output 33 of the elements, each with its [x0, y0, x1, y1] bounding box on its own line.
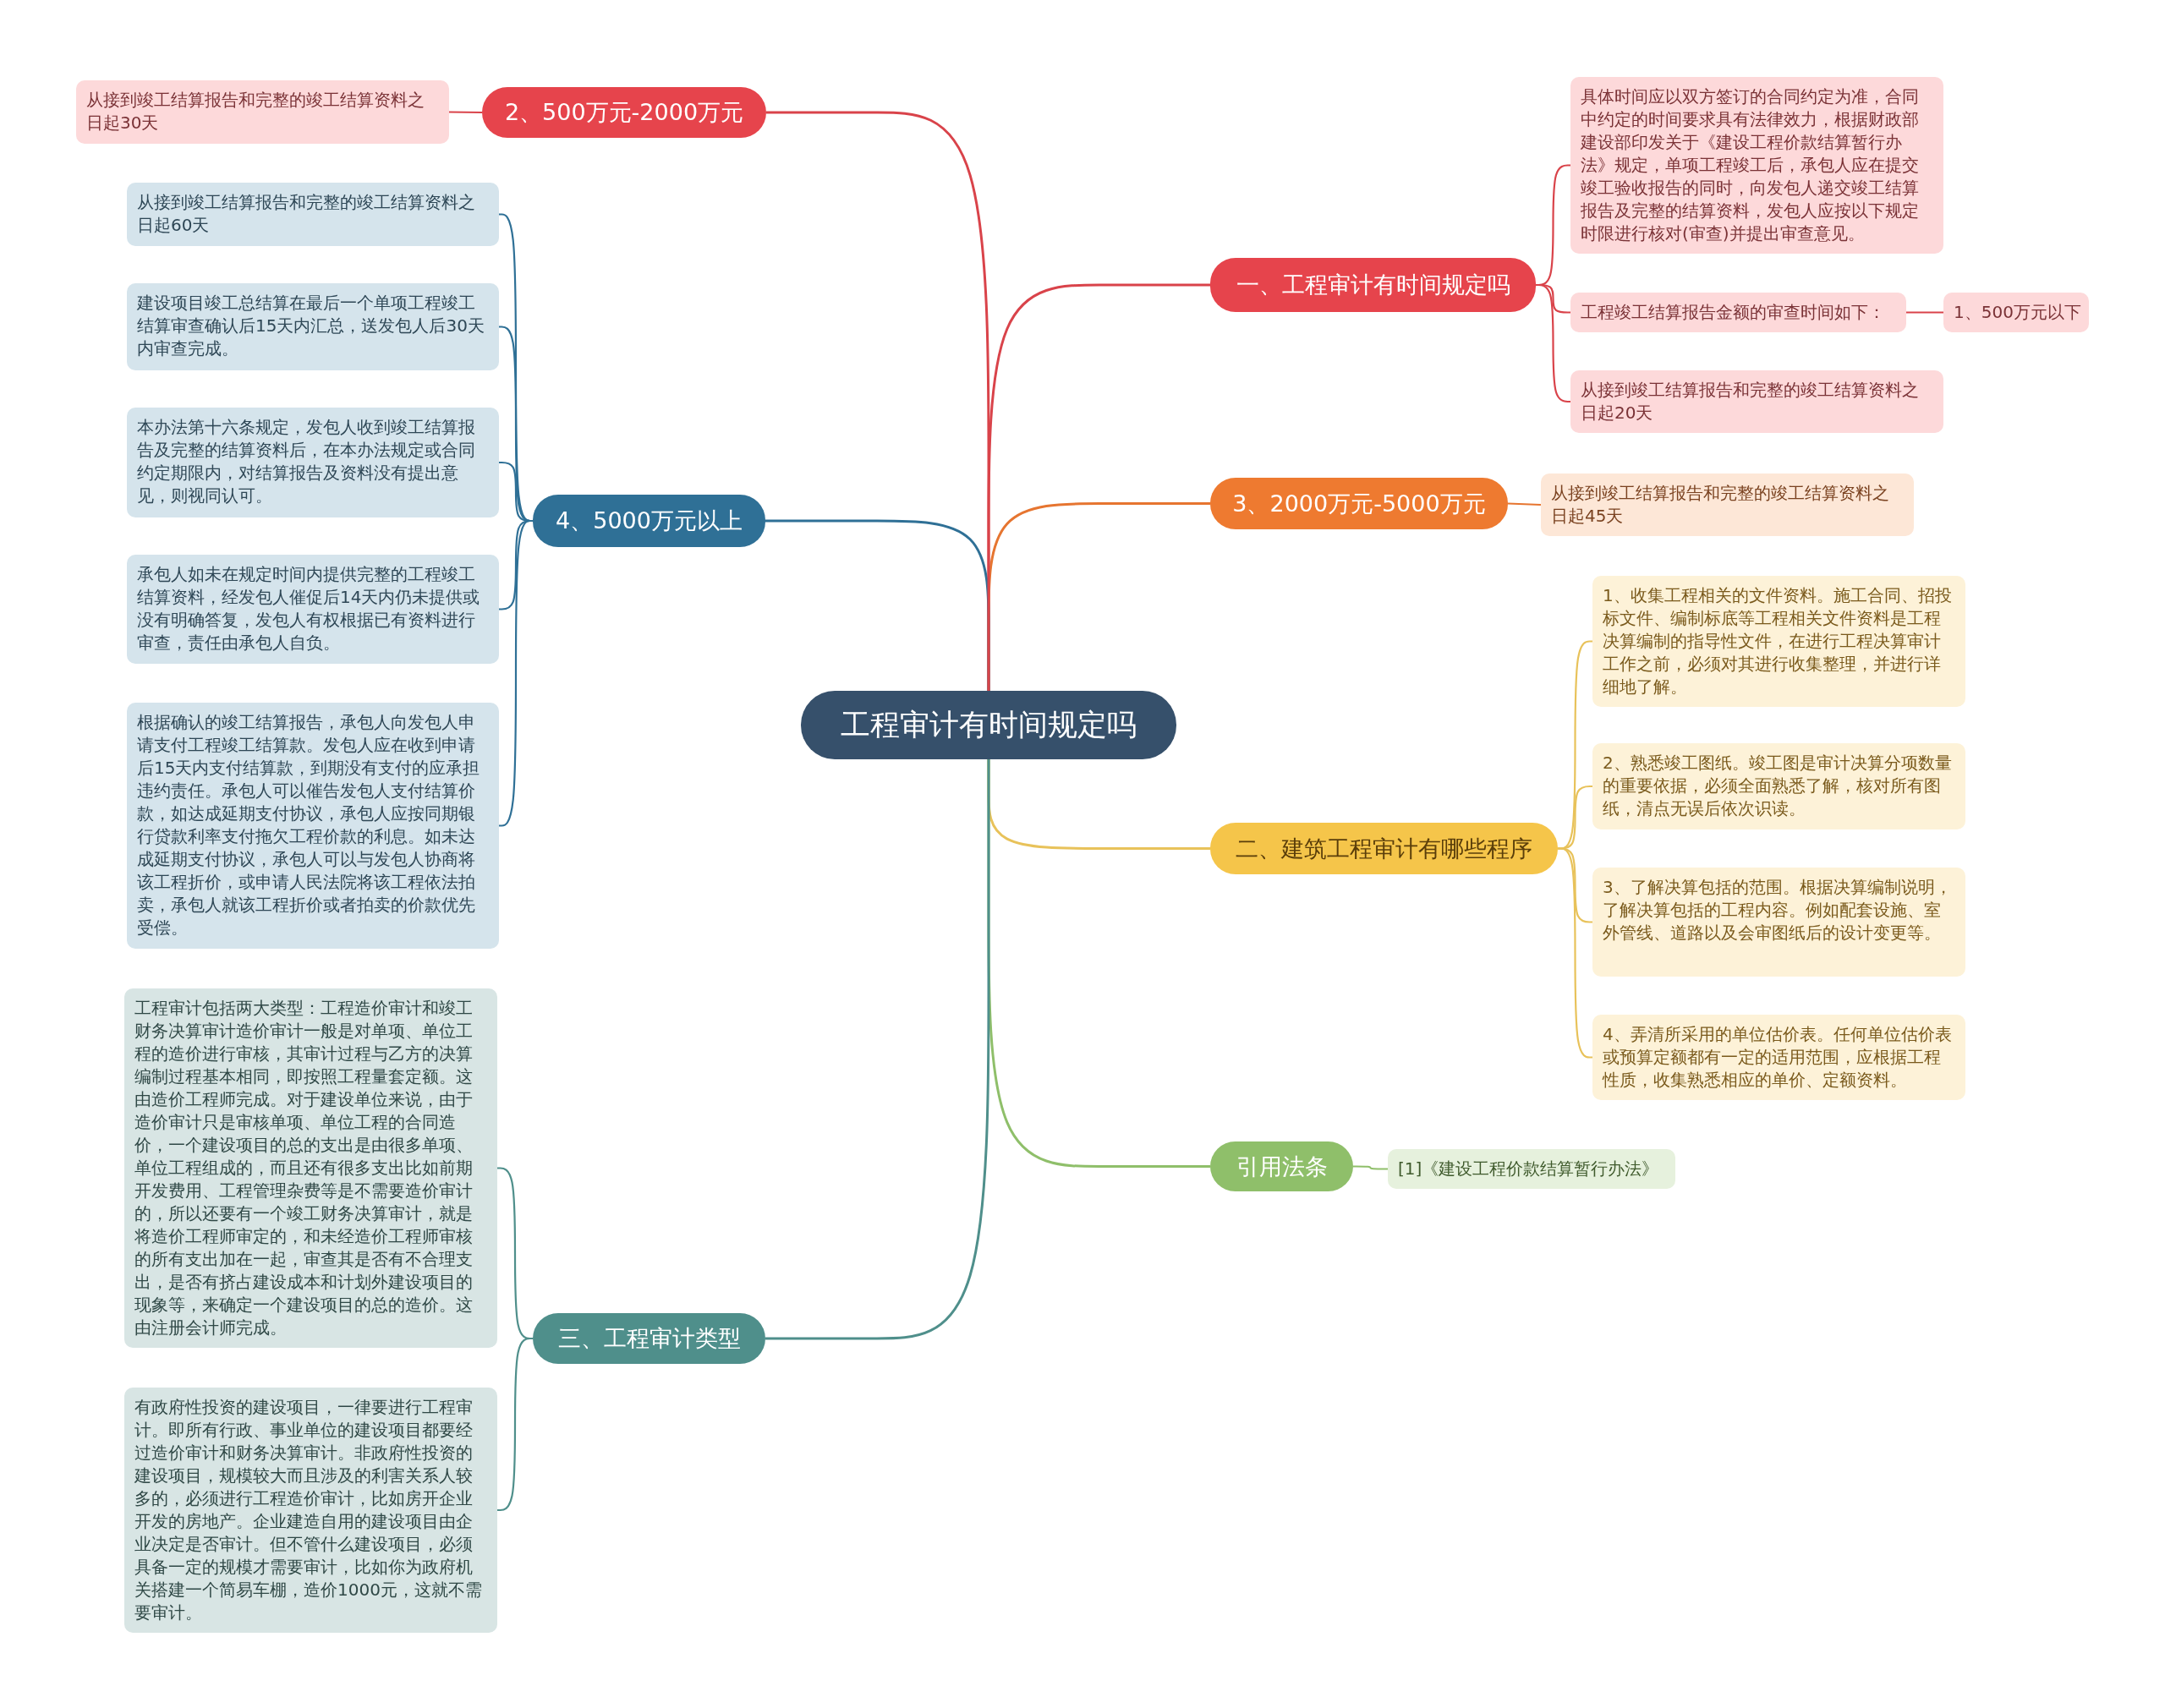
connector-line: [449, 111, 482, 114]
central-topic: 工程审计有时间规定吗: [801, 691, 1176, 759]
detail-note: 根据确认的竣工结算报告，承包人向发包人申请支付工程竣工结算款。发包人应在收到申请后15天内支付结算款，到期没有支付的应承担违约责任。承包人可以催告发包人支付结算价款，如达成延期支付协议，承包人应按同期银行贷款利率支付拖欠工程价款的利息。如未达成延期支付协议，承包人可以与发包人协商将该工程折价，或申请人民法院将该工程依法拍卖，承包人就该工程折价或者拍卖的价款优先受偿。: [127, 703, 499, 949]
detail-note: 2、熟悉竣工图纸。竣工图是审计决算分项数量的重要依据，必须全面熟悉了解，核对所有图纸，清点无误后依次识读。: [1592, 743, 1965, 829]
branch-topic: 二、建筑工程审计有哪些程序: [1210, 823, 1558, 874]
detail-note: 4、弄清所采用的单位估价表。任何单位估价表或预算定额都有一定的适用范围，应根据工程性质，收集熟悉相应的单价、定额资料。: [1592, 1015, 1965, 1100]
branch-topic: 一、工程审计有时间规定吗: [1210, 258, 1536, 312]
branch-topic: 引用法条: [1210, 1141, 1353, 1191]
connector-line: [1906, 311, 1943, 314]
detail-note: 建设项目竣工总结算在最后一个单项工程竣工结算审查确认后15天内汇总，送发包人后30天内审查完成。: [127, 283, 499, 370]
detail-note: 3、了解决算包括的范围。根据决算编制说明，了解决算包括的工程内容。例如配套设施、室外管线、道路以及会审图纸后的设计变更等。: [1592, 868, 1965, 977]
detail-note: 本办法第十六条规定，发包人收到竣工结算报告及完整的结算资料后，在本办法规定或合同约定期限内，对结算报告及资料没有提出意见，则视同认可。: [127, 408, 499, 517]
branch-topic: 3、2000万元-5000万元: [1210, 478, 1508, 529]
connector-line: [1353, 1165, 1388, 1170]
connector-line: [765, 759, 990, 1340]
detail-note: 1、500万元以下: [1943, 293, 2089, 332]
connector-line: [1558, 847, 1592, 1059]
detail-note: [1]《建设工程价款结算暂行办法》: [1388, 1149, 1675, 1189]
branch-topic: 2、500万元-2000万元: [482, 87, 766, 138]
detail-note: 工程审计包括两大类型：工程造价审计和竣工财务决算审计造价审计一般是对单项、单位工程的造价进行审核，其审计过程与乙方的决算编制过程基本相同，即按照工程量套定额。这由造价工程师完成。对于建设单位来说，由于造价审计只是审核单项、单位工程的合同造价，一个建设项目的总的支出是由很多单项、单位工程组成的，而且还有很多支出比如前期开发费用、工程管理杂费等是不需要造价审计的，所以还要有一个竣工财务决算审计，就是将造价工程师审定的，和未经造价工程师审核的所有支出加在一起，审查其是否有不合理支出，是否有挤占建设成本和计划外建设项目的现象等，来确定一个建设项目的总的造价。这由注册会计师完成。: [124, 988, 497, 1348]
detail-note: 工程竣工结算报告金额的审查时间如下：: [1570, 293, 1906, 332]
detail-note: 从接到竣工结算报告和完整的竣工结算资料之日起20天: [1570, 370, 1943, 433]
branch-topic: 4、5000万元以上: [533, 495, 765, 547]
detail-note: 1、收集工程相关的文件资料。施工合同、招投标文件、编制标底等工程相关文件资料是工程决算编制的指导性文件，在进行工程决算审计工作之前，必须对其进行收集整理，并进行详细地了解。: [1592, 576, 1965, 707]
detail-note: 有政府性投资的建设项目，一律要进行工程审计。即所有行政、事业单位的建设项目都要经过造价审计和财务决算审计。非政府性投资的建设项目，规模较大而且涉及的利害关系人较多的，必须进行工程造价审计，比如房开企业开发的房地产。企业建造自用的建设项目由企业决定是否审计。但不管什么建设项目，必须具备一定的规模才需要审计，比如你为政府机关搭建一个简易车棚，造价1000元，这就不需要审计。: [124, 1388, 497, 1633]
connector-line: [766, 111, 990, 691]
detail-note: 具体时间应以双方签订的合同约定为准，合同中约定的时间要求具有法律效力，根据财政部建设部印发关于《建设工程价款结算暂行办法》规定，单项工程竣工后，承包人应在提交竣工验收报告的同时，向发包人递交竣工结算报告及完整的结算资料，发包人应按以下规定时限进行核对(审查)并提出审查意见。: [1570, 77, 1943, 254]
detail-note: 从接到竣工结算报告和完整的竣工结算资料之日起30天: [76, 80, 449, 144]
branch-topic: 三、工程审计类型: [533, 1313, 765, 1364]
detail-note: 从接到竣工结算报告和完整的竣工结算资料之日起45天: [1541, 474, 1914, 536]
detail-note: 承包人如未在规定时间内提供完整的工程竣工结算资料，经发包人催促后14天内仍未提供或没有明确答复，发包人有权根据已有资料进行审查，责任由承包人自负。: [127, 555, 499, 664]
detail-note: 从接到竣工结算报告和完整的竣工结算资料之日起60天: [127, 183, 499, 246]
connector-line: [1507, 502, 1542, 506]
